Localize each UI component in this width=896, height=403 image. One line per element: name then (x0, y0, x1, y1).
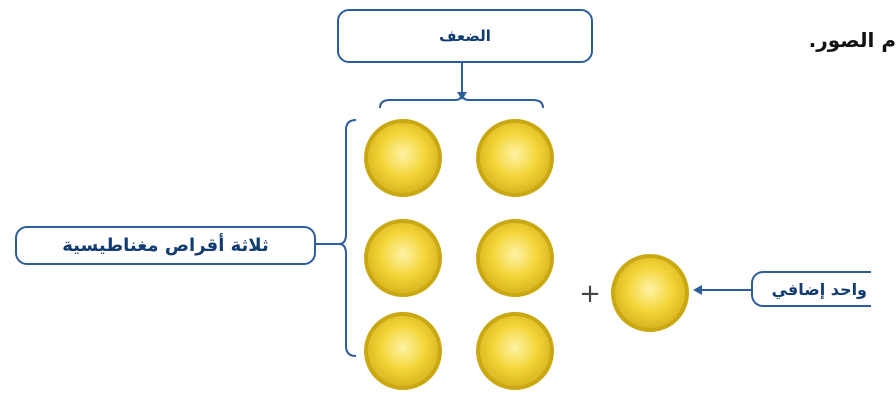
disc (364, 119, 442, 197)
top-bracket (379, 92, 544, 109)
extra-arrow-head (693, 285, 702, 295)
disc (476, 312, 554, 390)
extra-one-label: واحد إضافي (751, 271, 871, 307)
plus-operator: + (579, 279, 601, 309)
disc (476, 219, 554, 297)
disc (364, 312, 442, 390)
three-discs-label: ثلاثة أقراص مغناطيسية (15, 226, 316, 265)
left-bracket (338, 119, 357, 357)
double-label: الضعف (337, 9, 593, 63)
disc-grid (364, 119, 554, 390)
extra-disc (611, 254, 689, 332)
instruction-text: م الصور. (808, 28, 896, 52)
disc (476, 119, 554, 197)
disc (364, 219, 442, 297)
